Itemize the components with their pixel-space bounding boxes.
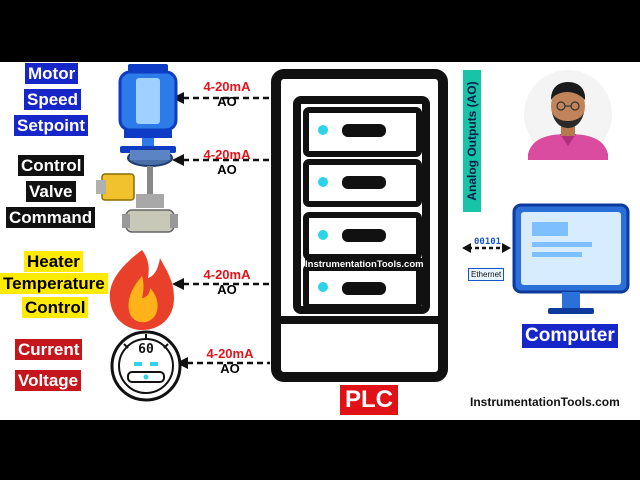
label-motor-line-2: Speed: [24, 89, 82, 110]
signal-label-heater: 4-20mA AO: [197, 267, 257, 297]
plc-led-2: [318, 177, 328, 187]
plc-label: PLC: [340, 385, 398, 415]
label-valve-line-1: Control: [18, 155, 85, 176]
meter-display: 60: [138, 342, 154, 357]
label-valve-line-2: Valve: [26, 181, 76, 202]
signal-type: AO: [217, 94, 237, 109]
label-meter-line-1: Current: [15, 339, 83, 360]
plc-led-1: [318, 125, 328, 135]
plc-watermark: InstrumentationTools.com: [305, 258, 424, 271]
diagram-canvas: Motor Speed Setpoint Control Valve Comma…: [0, 62, 640, 420]
person-avatar: [524, 70, 612, 160]
ethernet-label: Ethernet: [468, 268, 505, 281]
diagram-graphics: [96, 64, 630, 402]
flame-icon: [109, 250, 174, 330]
signal-type: AO: [217, 162, 237, 177]
motor-icon: [118, 64, 178, 153]
signal-type: AO: [220, 361, 240, 376]
plc-led-3: [318, 230, 328, 240]
ethernet-bits: 00101: [474, 237, 502, 247]
meter-icon: [110, 330, 182, 402]
label-meter-line-2: Voltage: [15, 370, 82, 391]
signal-arrows: [172, 92, 511, 369]
control-valve-icon: [96, 149, 178, 233]
signal-type: AO: [217, 282, 237, 297]
plc-cabinet: [271, 69, 448, 382]
ao-vertical-band: [463, 70, 481, 212]
signal-range: 4-20mA: [203, 79, 251, 94]
signal-range: 4-20mA: [203, 267, 251, 282]
computer-monitor-icon: [512, 203, 630, 314]
signal-label-motor: 4-20mA AO: [197, 79, 257, 109]
signal-range: 4-20mA: [203, 147, 251, 162]
label-heater-line-3: Control: [22, 297, 89, 318]
label-heater-line-1: Heater: [24, 251, 83, 272]
plc-led-4: [318, 282, 328, 292]
signal-label-meter: 4-20mA AO: [200, 346, 260, 376]
label-heater-line-2: Temperature: [0, 273, 108, 294]
ao-vertical-label: Analog Outputs (AO): [465, 81, 479, 201]
label-motor-line-3: Setpoint: [14, 115, 88, 136]
signal-label-valve: 4-20mA AO: [197, 147, 257, 177]
label-motor-line-1: Motor: [25, 63, 79, 84]
footer-watermark: InstrumentationTools.com: [470, 395, 620, 409]
label-valve-line-3: Command: [6, 207, 96, 228]
computer-label: Computer: [522, 324, 618, 348]
signal-range: 4-20mA: [206, 346, 254, 361]
